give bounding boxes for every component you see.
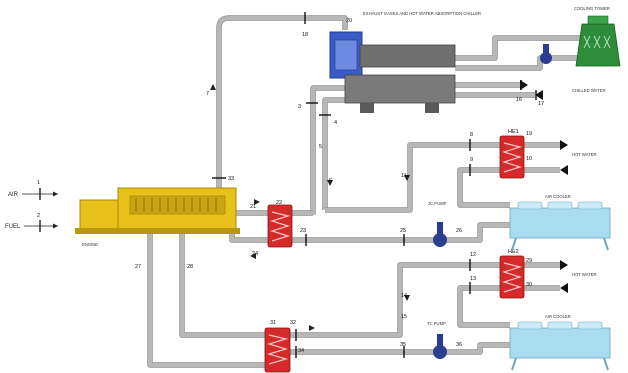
- cooling-tower-label: COOLING TOWER: [574, 6, 610, 11]
- state-point-17: 17: [538, 101, 544, 107]
- state-point-29: 29: [526, 258, 532, 264]
- hot-water-label-2: HOT WATER: [572, 272, 597, 277]
- heat-exchanger-1[interactable]: HE1: [500, 129, 524, 178]
- state-point-4: 4: [334, 120, 337, 126]
- engine-label: ENGINE: [82, 242, 98, 247]
- hot-water-output-1: HOT WATER: [560, 140, 597, 175]
- state-point-31: 31: [270, 320, 276, 326]
- heat-exchanger-intercooler[interactable]: [265, 328, 290, 372]
- heat-exchanger-2[interactable]: HE2: [500, 249, 524, 298]
- state-point-9: 9: [470, 157, 473, 163]
- he1-label: HE1: [508, 129, 519, 135]
- state-point-28: 28: [187, 264, 193, 270]
- state-point-36: 36: [456, 342, 462, 348]
- state-point-19: 19: [526, 131, 532, 137]
- chilled-water-label: CHILLED WATER: [572, 88, 606, 93]
- state-point-14: 14: [401, 293, 407, 299]
- engine[interactable]: ENGINE: [75, 188, 240, 247]
- state-point-33: 33: [228, 176, 234, 182]
- tower-pump[interactable]: [540, 44, 552, 64]
- state-point-24: 24: [252, 251, 258, 257]
- jc-pump-label: JC PUMP: [428, 201, 447, 206]
- air-label: AIR: [8, 192, 19, 198]
- state-point-13: 13: [470, 276, 476, 282]
- air-input: AIR 1: [8, 180, 58, 200]
- state-point-16: 16: [516, 97, 522, 103]
- state-point-12: 12: [470, 252, 476, 258]
- state-point-35: 35: [400, 342, 406, 348]
- cooling-tower[interactable]: COOLING TOWER: [574, 6, 620, 66]
- air-cooler-1[interactable]: AIR COOLER: [510, 194, 610, 250]
- air-cooler-2[interactable]: AIR COOLER: [510, 314, 610, 370]
- state-point-23: 23: [300, 228, 306, 234]
- state-point-11: 11: [401, 173, 407, 179]
- state-point-25: 25: [400, 228, 406, 234]
- state-point-5: 5: [319, 144, 322, 150]
- air-cooler-1-label: AIR COOLER: [545, 194, 571, 199]
- state-point-6: 6: [329, 178, 332, 184]
- state-point-22: 22: [276, 200, 282, 206]
- state-point-27: 27: [135, 264, 141, 270]
- state-point-3: 3: [298, 104, 301, 110]
- chiller-label: EXHAUST GASES AND HOT WATER ABSORPTION C…: [363, 11, 481, 16]
- fuel-input: FUEL 2: [5, 213, 58, 232]
- state-point-8: 8: [470, 132, 473, 138]
- he2-label: HE2: [508, 249, 519, 255]
- state-point-18: 18: [302, 32, 308, 38]
- state-point-32: 32: [290, 320, 296, 326]
- state-point-26: 26: [456, 228, 462, 234]
- state-point-20: 20: [346, 18, 352, 24]
- state-point-15: 15: [401, 314, 407, 320]
- tc-pump-label: TC PUMP: [427, 321, 446, 326]
- state-point-2: 2: [37, 213, 40, 219]
- state-point-30: 30: [526, 282, 532, 288]
- state-point-7: 7: [206, 91, 209, 97]
- air-cooler-2-label: AIR COOLER: [545, 314, 571, 319]
- hot-water-label-1: HOT WATER: [572, 152, 597, 157]
- state-point-21: 21: [250, 204, 256, 210]
- heat-exchanger-engine[interactable]: [268, 205, 292, 247]
- state-point-10: 10: [526, 156, 532, 162]
- state-point-34: 34: [298, 348, 304, 354]
- fuel-label: FUEL: [5, 224, 21, 230]
- hot-water-output-2: HOT WATER: [560, 260, 597, 293]
- state-point-1: 1: [37, 180, 40, 186]
